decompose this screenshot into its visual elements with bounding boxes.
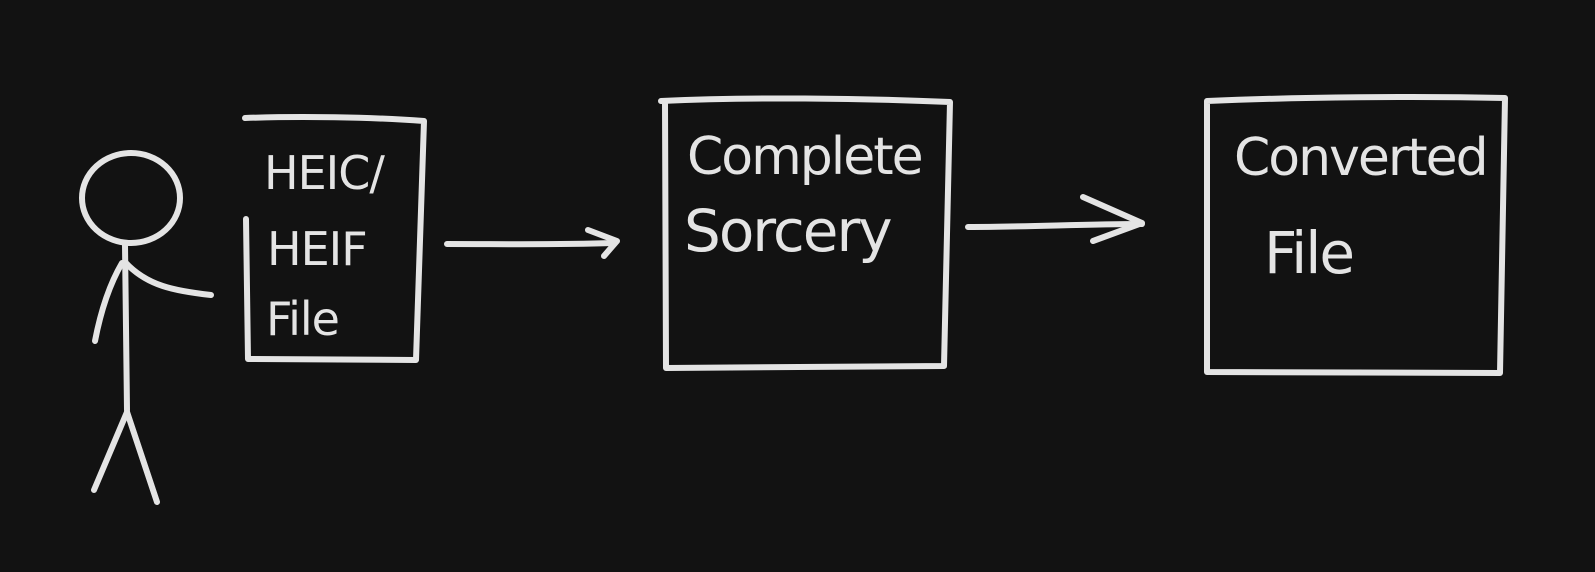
arrow-process-to-output-head — [1080, 194, 1145, 244]
output-file-box — [1204, 94, 1508, 376]
input-file-box — [242, 114, 427, 363]
stick-figure-left-arm — [92, 260, 125, 344]
process-label-line1: Complete — [687, 127, 924, 187]
arrow-input-to-process-head — [585, 227, 620, 259]
stick-figure-icon — [79, 150, 214, 505]
stick-figure-head — [79, 150, 183, 246]
process-label-line2: Sorcery — [684, 197, 893, 265]
stick-figure-left-leg — [91, 409, 130, 493]
output-file-label-line1: Converted — [1234, 128, 1489, 188]
stick-figure-right-leg — [124, 409, 160, 505]
input-file-label-line1: HEIC/ — [264, 146, 385, 200]
arrow-process-to-output-shaft — [965, 221, 1145, 230]
input-file-label-line3: File — [266, 292, 340, 346]
process-box — [658, 95, 953, 371]
output-file-label-line2: File — [1264, 219, 1355, 287]
arrow-right-icon — [444, 227, 620, 259]
arrow-right-icon — [965, 194, 1145, 244]
stick-figure-body — [122, 242, 130, 413]
input-file-label-line2: HEIF — [267, 222, 368, 276]
stick-figure-right-arm — [122, 259, 214, 298]
arrow-input-to-process-shaft — [444, 240, 616, 248]
